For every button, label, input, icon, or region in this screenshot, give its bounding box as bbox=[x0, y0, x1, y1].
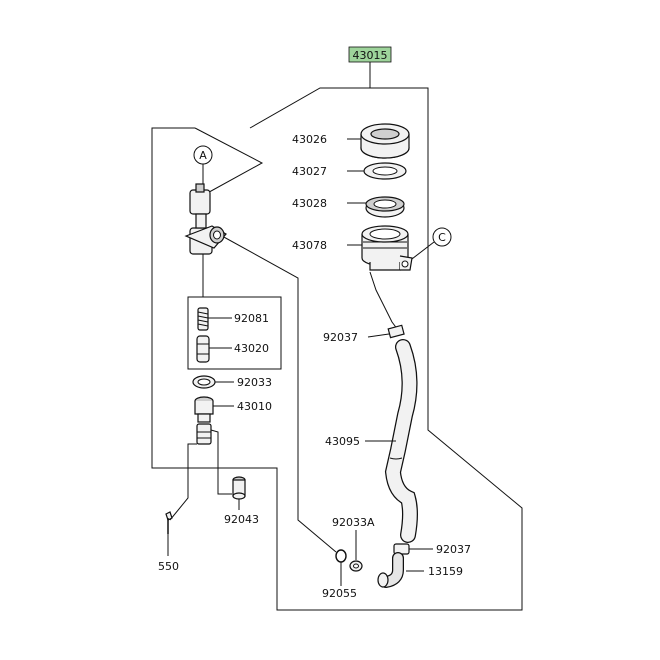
push-rod-boot-part[interactable] bbox=[194, 396, 214, 423]
label-43078: 43078 bbox=[292, 239, 327, 252]
label-92037-lower: 92037 bbox=[436, 543, 471, 556]
label-92043: 92043 bbox=[224, 513, 259, 526]
circlip-part[interactable] bbox=[192, 375, 216, 389]
assembly-number-badge[interactable]: 43015 bbox=[348, 46, 392, 63]
assembly-outline-main bbox=[151, 87, 523, 611]
assembly-outline-sub bbox=[194, 127, 264, 197]
label-43095: 43095 bbox=[325, 435, 360, 448]
label-43027: 43027 bbox=[292, 165, 327, 178]
clevis-to-pin-line bbox=[169, 443, 197, 521]
label-43020: 43020 bbox=[234, 342, 269, 355]
label-43010: 43010 bbox=[237, 400, 272, 413]
label-92081: 92081 bbox=[234, 312, 269, 325]
label-92033: 92033 bbox=[237, 376, 272, 389]
leader-92037-upper bbox=[367, 333, 390, 338]
callout-c-letter: C bbox=[438, 231, 446, 244]
reservoir-cap-part[interactable] bbox=[360, 123, 410, 159]
label-92037-upper: 92037 bbox=[323, 331, 358, 344]
bolt-part[interactable] bbox=[232, 476, 246, 500]
diaphragm-part[interactable] bbox=[365, 196, 405, 218]
washer-92033a-part[interactable] bbox=[349, 560, 363, 572]
callout-a-letter: A bbox=[199, 149, 207, 162]
diaphragm-plate-part[interactable] bbox=[363, 162, 407, 180]
piston-part[interactable] bbox=[196, 335, 210, 363]
cotter-pin-part[interactable] bbox=[165, 511, 173, 534]
callout-a[interactable]: A bbox=[193, 145, 213, 165]
reservoir-part[interactable] bbox=[361, 225, 413, 271]
clevis-to-bolt-line bbox=[210, 429, 232, 495]
hose-fitting-part[interactable] bbox=[377, 552, 404, 588]
spring-part[interactable] bbox=[197, 307, 209, 331]
callout-c-circle bbox=[432, 227, 452, 247]
reservoir-hose-part[interactable] bbox=[384, 339, 418, 543]
piston-kit-box bbox=[187, 296, 282, 370]
assembly-number: 43015 bbox=[353, 49, 388, 62]
label-92033a: 92033A bbox=[332, 516, 375, 529]
hose-clamp-upper-part[interactable] bbox=[387, 324, 405, 339]
label-13159: 13159 bbox=[428, 565, 463, 578]
master-cylinder-body-part[interactable] bbox=[184, 183, 227, 255]
outlet-to-oring-line bbox=[221, 235, 337, 553]
label-43026: 43026 bbox=[292, 133, 327, 146]
label-550: 550 bbox=[158, 560, 179, 573]
push-rod-clevis-part[interactable] bbox=[196, 423, 212, 445]
callout-c[interactable]: C bbox=[432, 227, 452, 247]
label-92055: 92055 bbox=[322, 587, 357, 600]
o-ring-part[interactable] bbox=[335, 549, 347, 563]
reservoir-to-clamp-line bbox=[369, 271, 399, 331]
label-43028: 43028 bbox=[292, 197, 327, 210]
